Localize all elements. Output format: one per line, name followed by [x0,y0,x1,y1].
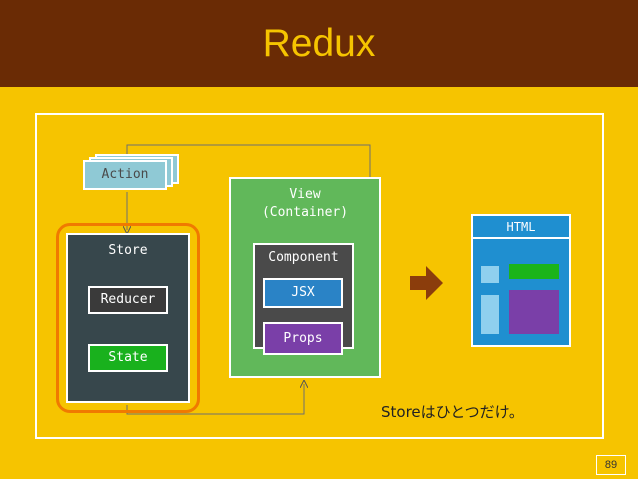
store-box [66,233,190,403]
action-box: Action [83,160,167,190]
view-label-line1: View [289,187,321,202]
html-divider [473,237,569,239]
state-box: State [88,344,168,372]
store-label: Store [108,243,148,258]
component-label: Component [268,250,339,265]
view-label: View (Container) [229,186,381,222]
html-label: HTML [506,220,536,234]
jsx-box: JSX [263,278,343,308]
store-to-view-line [126,384,304,415]
store-highlight [56,223,200,413]
view-label-line2: (Container) [261,205,349,220]
store-note: Storeはひとつだけ。 [381,403,524,421]
html-block [481,295,499,334]
html-block [509,290,559,334]
reducer-box: Reducer [88,286,168,314]
header-bar [0,0,638,87]
html-block [481,266,499,283]
props-box: Props [263,322,343,355]
html-block [509,264,559,279]
page-number: 89 [596,455,626,475]
page-title: Redux [262,22,376,65]
render-arrow-icon [410,266,443,300]
diagram-panel [35,113,604,439]
